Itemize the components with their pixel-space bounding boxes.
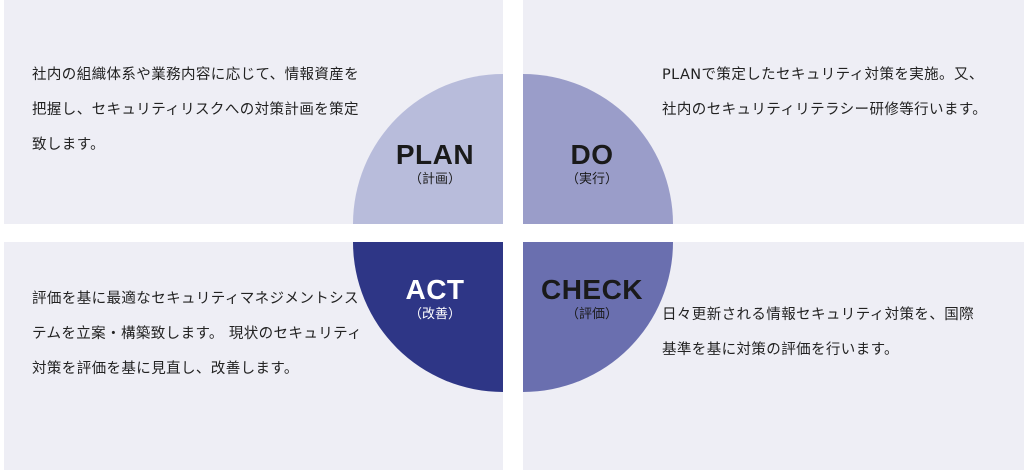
plan-label: PLAN （計画） (375, 140, 495, 189)
act-description: 評価を基に最適なセキュリティマネジメントシステムを立案・構築致します。 現状のセ… (32, 291, 363, 377)
check-description: 日々更新される情報セキュリティ対策を、国際基準を基に対策の評価を行います。 (662, 307, 975, 358)
do-label: DO （実行） (532, 140, 652, 189)
do-description: PLANで策定したセキュリティ対策を実施。又、社内のセキュリティリテラシー研修等… (662, 67, 988, 118)
act-subtitle: （改善） (408, 307, 461, 322)
check-label: CHECK （評価） (532, 275, 652, 324)
check-title: CHECK (540, 274, 644, 305)
plan-description: 社内の組織体系や業務内容に応じて、情報資産を把握し、セキュリティリスクへの対策計… (32, 67, 360, 153)
plan-subtitle: （計画） (408, 172, 461, 187)
do-subtitle: （実行） (565, 172, 618, 187)
do-title: DO (570, 139, 614, 170)
act-title: ACT (405, 274, 465, 305)
plan-title: PLAN (395, 139, 475, 170)
check-subtitle: （評価） (565, 307, 618, 322)
act-label: ACT （改善） (375, 275, 495, 324)
